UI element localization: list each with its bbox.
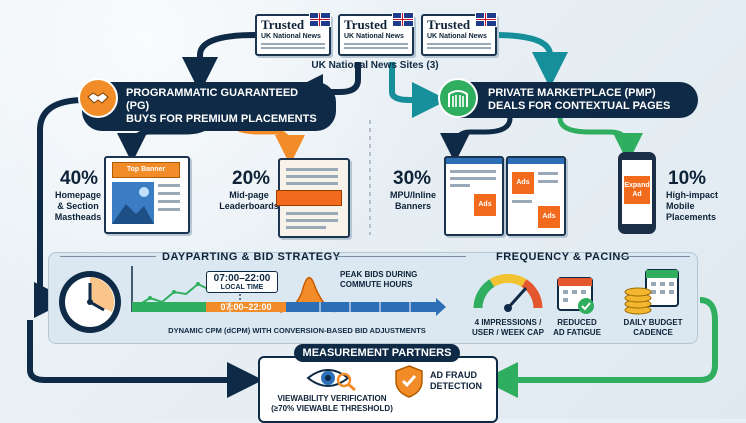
eye-magnifier-icon xyxy=(306,369,356,392)
publisher-sub: UK National News xyxy=(427,33,487,40)
image-placeholder-icon xyxy=(112,182,154,224)
ad-fatigue-label: REDUCED AD FATIGUE xyxy=(553,318,601,337)
time-window-value: 07:00–22:00 xyxy=(213,273,271,284)
publishers-caption: UK National News Sites (3) xyxy=(311,60,439,71)
publisher-name: Trusted xyxy=(344,17,388,32)
pmp-deal-label: PRIVATE MARKETPLACE (PMP) DEALS FOR CONT… xyxy=(444,82,698,118)
budget-cadence-label: DAILY BUDGET CADENCE xyxy=(623,318,683,337)
gate-icon xyxy=(438,78,478,118)
frequency-title: FREQUENCY & PACING xyxy=(496,251,630,263)
publisher-card-3: Trusted UK National News xyxy=(421,12,497,56)
mpu-mockup-1: Ads xyxy=(444,156,504,236)
pg-deal-label: PROGRAMMATIC GUARANTEED (PG) BUYS FOR PR… xyxy=(82,82,336,131)
placement-pct-homepage: 40% xyxy=(60,168,99,189)
placement-label-mobile: High-impact Mobile Placements xyxy=(666,190,719,222)
top-banner-ad: Top Banner xyxy=(112,162,180,178)
dcpm-label: DYNAMIC CPM (dCPM) WITH CONVERSION-BASED… xyxy=(168,326,426,335)
publisher-card-1: Trusted UK National News xyxy=(255,12,331,56)
mobile-mockup: Expand Ad xyxy=(618,152,656,234)
mpu-ad: Ads xyxy=(474,194,496,216)
time-bar-label: 07:00–22:00 xyxy=(220,302,272,312)
coins-calendar-icon xyxy=(624,269,679,315)
peak-bids-label: PEAK BIDS DURING COMMUTE HOURS xyxy=(340,270,418,289)
publisher-sub: UK National News xyxy=(261,33,321,40)
viewability-label: VIEWABILITY VERIFICATION (≥70% VIEWABLE … xyxy=(271,394,393,413)
calendar-check-icon xyxy=(557,277,594,314)
fraud-detection-label: AD FRAUD DETECTION xyxy=(430,370,483,391)
placement-label-mpu: MPU/Inline Banners xyxy=(389,190,436,211)
placement-pct-mpu: 30% xyxy=(393,168,432,189)
gauge-icon xyxy=(473,273,543,312)
mpu-ad: Ads xyxy=(538,206,560,228)
publisher-name: Trusted xyxy=(427,17,471,32)
frequency-cap-label: 4 IMPRESSIONS / USER / WEEK CAP xyxy=(471,318,544,337)
uk-flag-icon xyxy=(392,12,414,27)
dayparting-title: DAYPARTING & BID STRATEGY xyxy=(162,251,341,263)
uk-flag-icon xyxy=(475,12,497,27)
measurement-title: MEASUREMENT PARTNERS xyxy=(294,344,460,362)
publisher-card-2: Trusted UK National News xyxy=(338,12,414,56)
placement-label-midpage: Mid-page Leaderboards xyxy=(219,190,279,211)
publisher-name: Trusted xyxy=(261,17,305,32)
expand-ad: Expand Ad xyxy=(624,176,650,204)
mpu-ad: Ads xyxy=(512,172,534,194)
time-window-sub: LOCAL TIME xyxy=(220,284,264,291)
publisher-sub: UK National News xyxy=(344,33,404,40)
shield-check-icon xyxy=(395,365,423,398)
placement-label-homepage: Homepage & Section Mastheads xyxy=(54,190,102,222)
handshake-icon xyxy=(78,78,118,118)
mpu-mockup-2: Ads Ads xyxy=(506,156,566,236)
homepage-mockup: Top Banner xyxy=(104,156,190,234)
placement-pct-midpage: 20% xyxy=(232,168,271,189)
midpage-mockup xyxy=(276,158,350,238)
time-window-box: 07:00–22:00 LOCAL TIME xyxy=(206,271,278,293)
placement-pct-mobile: 10% xyxy=(668,168,707,189)
clock-icon xyxy=(59,271,121,333)
leaderboard-ad xyxy=(276,190,342,206)
uk-flag-icon xyxy=(309,12,331,27)
